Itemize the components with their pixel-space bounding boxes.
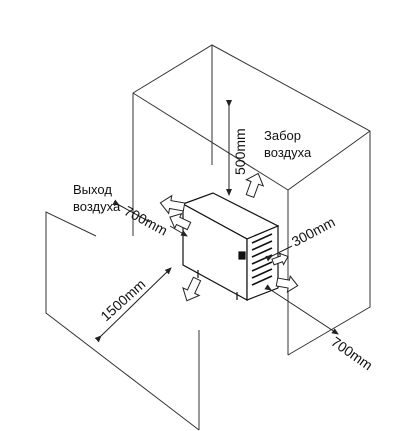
front-clearance-label: 1500mm [97, 276, 148, 324]
front-wall [45, 211, 200, 431]
air-intake-up-arrow [245, 172, 265, 199]
air-outlet-left-arrow [159, 194, 186, 215]
wall-enclosure [132, 44, 371, 356]
air-outlet-label-line1: Выход [73, 182, 112, 197]
air-intake-label-line2: воздуха [264, 145, 312, 160]
left-clearance-label: 700mm [122, 203, 171, 239]
heat-pump-unit [181, 192, 280, 302]
dimension-lines [94, 100, 339, 343]
right-clearance-label: 300mm [289, 214, 338, 250]
air-intake-right-arrow [275, 275, 299, 293]
air-intake-side-arrow [271, 252, 289, 266]
air-intake-left-arrow [169, 212, 192, 231]
air-outlet-label-line2: воздуха [73, 199, 121, 214]
top-clearance-label: 500mm [232, 128, 248, 175]
air-outlet-down-arrow [182, 276, 202, 302]
air-intake-label-line1: Забор [264, 128, 301, 143]
airflow-arrows [159, 172, 299, 302]
rear-clearance-label: 700mm [328, 333, 375, 373]
